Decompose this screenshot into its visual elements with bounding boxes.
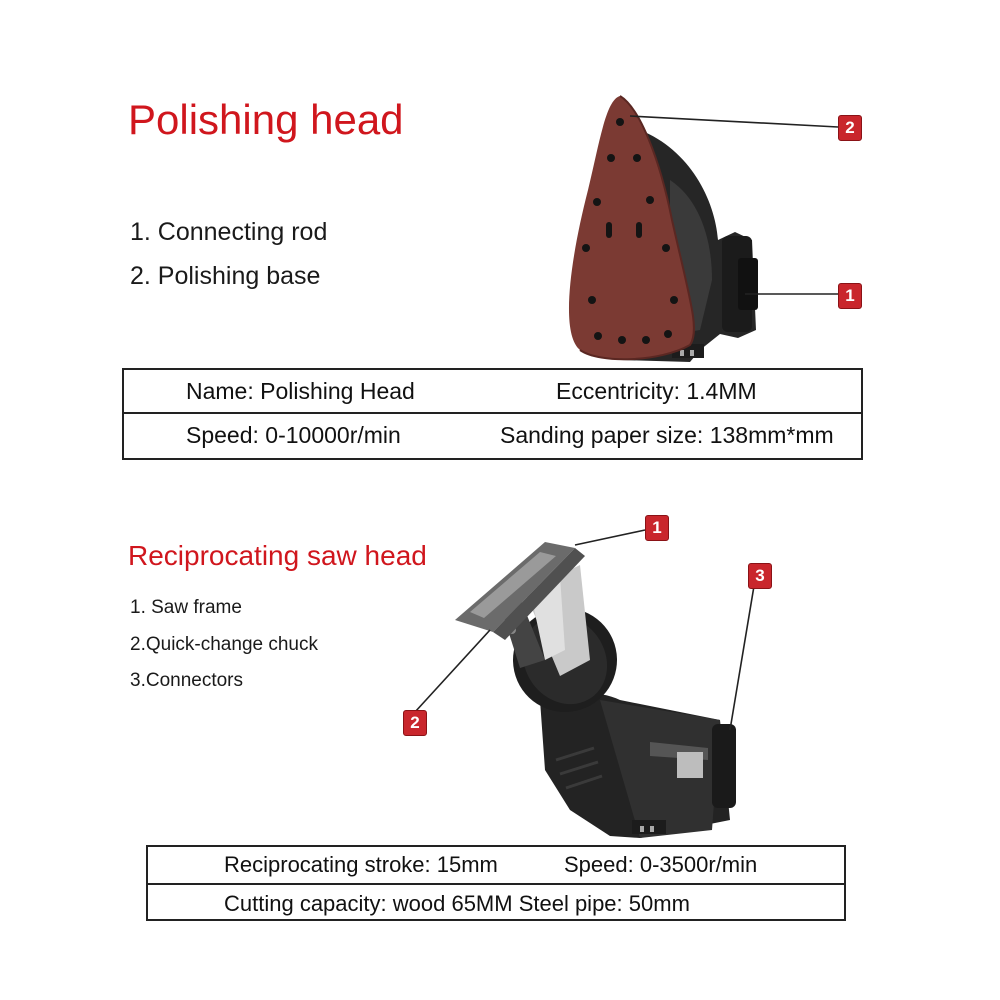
polishing-head-title: Polishing head — [128, 96, 404, 143]
list-item: 1. Connecting rod — [130, 218, 328, 246]
reciprocating-saw-spec-table: Reciprocating stroke: 15mm Speed: 0-3500… — [146, 845, 846, 921]
spec-speed: Speed: 0-3500r/min — [564, 852, 758, 877]
callout-badge-1: 1 — [645, 515, 669, 541]
polishing-head-parts-list: 1. Connecting rod 2. Polishing base — [130, 210, 327, 298]
reciprocating-saw-image — [414, 529, 756, 838]
reciprocating-saw-title: Reciprocating saw head — [128, 540, 427, 571]
table-divider — [148, 883, 844, 885]
list-item: 1. Saw frame — [130, 597, 242, 618]
callout-badge-3: 3 — [748, 563, 772, 589]
callout-badge-2: 2 — [838, 115, 862, 141]
callout-badge-1: 1 — [838, 283, 862, 309]
spec-cutting-capacity: Cutting capacity: wood 65MM Steel pipe: … — [224, 891, 690, 916]
polishing-head-image — [568, 95, 839, 362]
callout-badge-2: 2 — [403, 710, 427, 736]
table-divider — [124, 412, 861, 414]
list-item: 2. Polishing base — [130, 262, 321, 290]
reciprocating-saw-parts-list: 1. Saw frame 2.Quick-change chuck 3.Conn… — [130, 590, 318, 700]
spec-name: Name: Polishing Head — [186, 378, 415, 404]
list-item: 3.Connectors — [130, 670, 244, 691]
spec-eccentricity: Eccentricity: 1.4MM — [556, 378, 757, 404]
spec-stroke: Reciprocating stroke: 15mm — [224, 852, 498, 877]
spec-speed: Speed: 0-10000r/min — [186, 422, 401, 448]
spec-paper-size: Sanding paper size: 138mm*mm — [500, 422, 834, 448]
polishing-head-spec-table: Name: Polishing Head Eccentricity: 1.4MM… — [122, 368, 863, 460]
list-item: 2.Quick-change chuck — [130, 633, 318, 655]
